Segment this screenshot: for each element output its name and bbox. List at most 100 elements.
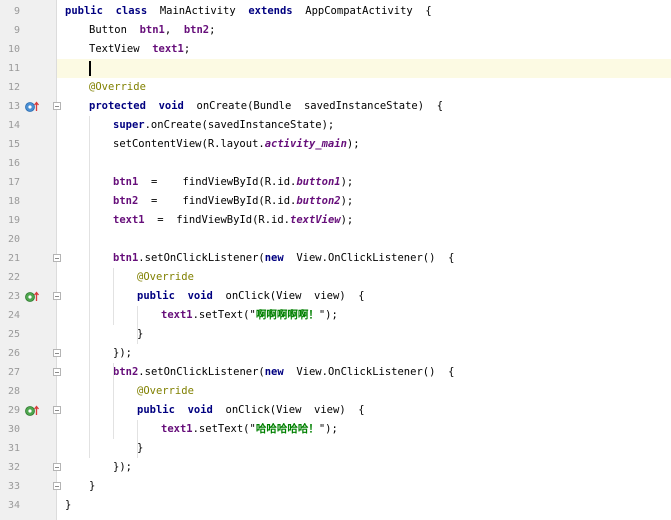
code-line[interactable]: protected void onCreate(Bundle savedInst… — [57, 97, 671, 116]
code-token: View.OnClickListener() { — [283, 252, 455, 264]
code-token: @Override — [137, 385, 194, 397]
code-text: @Override — [137, 382, 194, 401]
code-line[interactable] — [57, 59, 671, 78]
code-token — [146, 100, 159, 112]
code-line[interactable]: btn1.setOnClickListener(new View.OnClick… — [57, 249, 671, 268]
fold-toggle-icon[interactable] — [53, 482, 61, 490]
gutter-row[interactable]: 22 — [0, 268, 56, 287]
fold-toggle-icon[interactable] — [53, 406, 61, 414]
code-text: setContentView(R.layout.activity_main); — [113, 135, 360, 154]
gutter-row[interactable]: 14 — [0, 116, 56, 135]
gutter-row[interactable]: 16 — [0, 154, 56, 173]
gutter-row[interactable]: 33 — [0, 477, 56, 496]
gutter-row[interactable]: 34 — [0, 496, 56, 515]
line-number: 28 — [7, 386, 20, 397]
code-line[interactable]: btn2 = findViewById(R.id.button2); — [57, 192, 671, 211]
gutter-row[interactable]: 15 — [0, 135, 56, 154]
code-text: btn1.setOnClickListener(new View.OnClick… — [113, 249, 454, 268]
code-line[interactable]: super.onCreate(savedInstanceState); — [57, 116, 671, 135]
code-line[interactable]: Button btn1, btn2; — [57, 21, 671, 40]
gutter-row[interactable]: 29 — [0, 401, 56, 420]
fold-toggle-icon[interactable] — [53, 292, 61, 300]
code-line[interactable]: @Override — [57, 268, 671, 287]
code-token: button1 — [296, 176, 341, 188]
gutter-row[interactable]: 13 — [0, 97, 56, 116]
line-number: 13 — [7, 101, 20, 112]
code-line[interactable] — [57, 154, 671, 173]
gutter-row[interactable]: 21 — [0, 249, 56, 268]
code-token: .setText(" — [192, 423, 256, 435]
fold-toggle-icon[interactable] — [53, 349, 61, 357]
code-line[interactable]: public class MainActivity extends AppCom… — [57, 2, 671, 21]
code-line[interactable]: @Override — [57, 382, 671, 401]
gutter-row[interactable]: 28 — [0, 382, 56, 401]
code-line[interactable]: text1.setText("哈哈哈哈哈！"); — [57, 420, 671, 439]
code-area[interactable]: public class MainActivity extends AppCom… — [57, 0, 671, 520]
code-line[interactable]: } — [57, 477, 671, 496]
code-line[interactable]: public void onClick(View view) { — [57, 287, 671, 306]
code-line[interactable]: }); — [57, 458, 671, 477]
gutter-row[interactable]: 31 — [0, 439, 56, 458]
gutter-row[interactable]: 12 — [0, 78, 56, 97]
line-number: 17 — [7, 177, 20, 188]
gutter-row[interactable]: 11 — [0, 59, 56, 78]
code-line[interactable]: text1 = findViewById(R.id.textView); — [57, 211, 671, 230]
code-text: btn1 = findViewById(R.id.button1); — [113, 173, 353, 192]
gutter-row[interactable]: 18 — [0, 192, 56, 211]
code-line[interactable]: } — [57, 496, 671, 515]
code-text: btn2.setOnClickListener(new View.OnClick… — [113, 363, 454, 382]
code-line[interactable] — [57, 230, 671, 249]
gutter-row[interactable]: 27 — [0, 363, 56, 382]
code-text: text1.setText("啊啊啊啊啊！"); — [161, 306, 338, 325]
line-number: 16 — [7, 158, 20, 169]
line-number: 27 — [7, 367, 20, 378]
code-token: 啊啊啊啊啊！ — [255, 309, 319, 321]
gutter-row[interactable]: 23 — [0, 287, 56, 306]
line-number: 31 — [7, 443, 20, 454]
code-line[interactable]: public void onClick(View view) { — [57, 401, 671, 420]
gutter-row[interactable]: 9 — [0, 21, 56, 40]
code-text: Button btn1, btn2; — [89, 21, 215, 40]
code-line[interactable]: } — [57, 439, 671, 458]
gutter-row[interactable]: 30 — [0, 420, 56, 439]
gutter-row[interactable]: 9 — [0, 2, 56, 21]
code-line[interactable]: }); — [57, 344, 671, 363]
code-line[interactable]: } — [57, 325, 671, 344]
code-text: @Override — [137, 268, 194, 287]
implement-up-icon[interactable] — [24, 290, 40, 303]
code-line[interactable]: text1.setText("啊啊啊啊啊！"); — [57, 306, 671, 325]
implement-up-icon[interactable] — [24, 404, 40, 417]
code-line[interactable]: @Override — [57, 78, 671, 97]
code-line[interactable]: setContentView(R.layout.activity_main); — [57, 135, 671, 154]
fold-toggle-icon[interactable] — [53, 102, 61, 110]
gutter-row[interactable]: 10 — [0, 40, 56, 59]
gutter-row[interactable]: 19 — [0, 211, 56, 230]
code-line[interactable]: TextView text1; — [57, 40, 671, 59]
code-text: }); — [113, 458, 132, 477]
code-text: public class MainActivity extends AppCom… — [65, 2, 432, 21]
code-token — [175, 404, 188, 416]
gutter-row[interactable]: 25 — [0, 325, 56, 344]
code-token: void — [187, 290, 213, 302]
fold-toggle-icon[interactable] — [53, 254, 61, 262]
fold-toggle-icon[interactable] — [53, 463, 61, 471]
fold-toggle-icon[interactable] — [53, 368, 61, 376]
gutter-row[interactable]: 32 — [0, 458, 56, 477]
line-number: 24 — [7, 310, 20, 321]
gutter-row[interactable]: 26 — [0, 344, 56, 363]
code-token: super — [113, 119, 145, 131]
gutter-row[interactable]: 20 — [0, 230, 56, 249]
code-text: super.onCreate(savedInstanceState); — [113, 116, 334, 135]
code-token: ); — [340, 214, 354, 226]
code-token: } — [137, 442, 144, 454]
code-token: "); — [318, 423, 338, 435]
line-number: 20 — [7, 234, 20, 245]
code-line[interactable]: btn2.setOnClickListener(new View.OnClick… — [57, 363, 671, 382]
code-token: public — [137, 290, 175, 302]
gutter-row[interactable]: 17 — [0, 173, 56, 192]
override-up-icon[interactable] — [24, 100, 40, 113]
code-line[interactable]: btn1 = findViewById(R.id.button1); — [57, 173, 671, 192]
gutter-row[interactable]: 24 — [0, 306, 56, 325]
